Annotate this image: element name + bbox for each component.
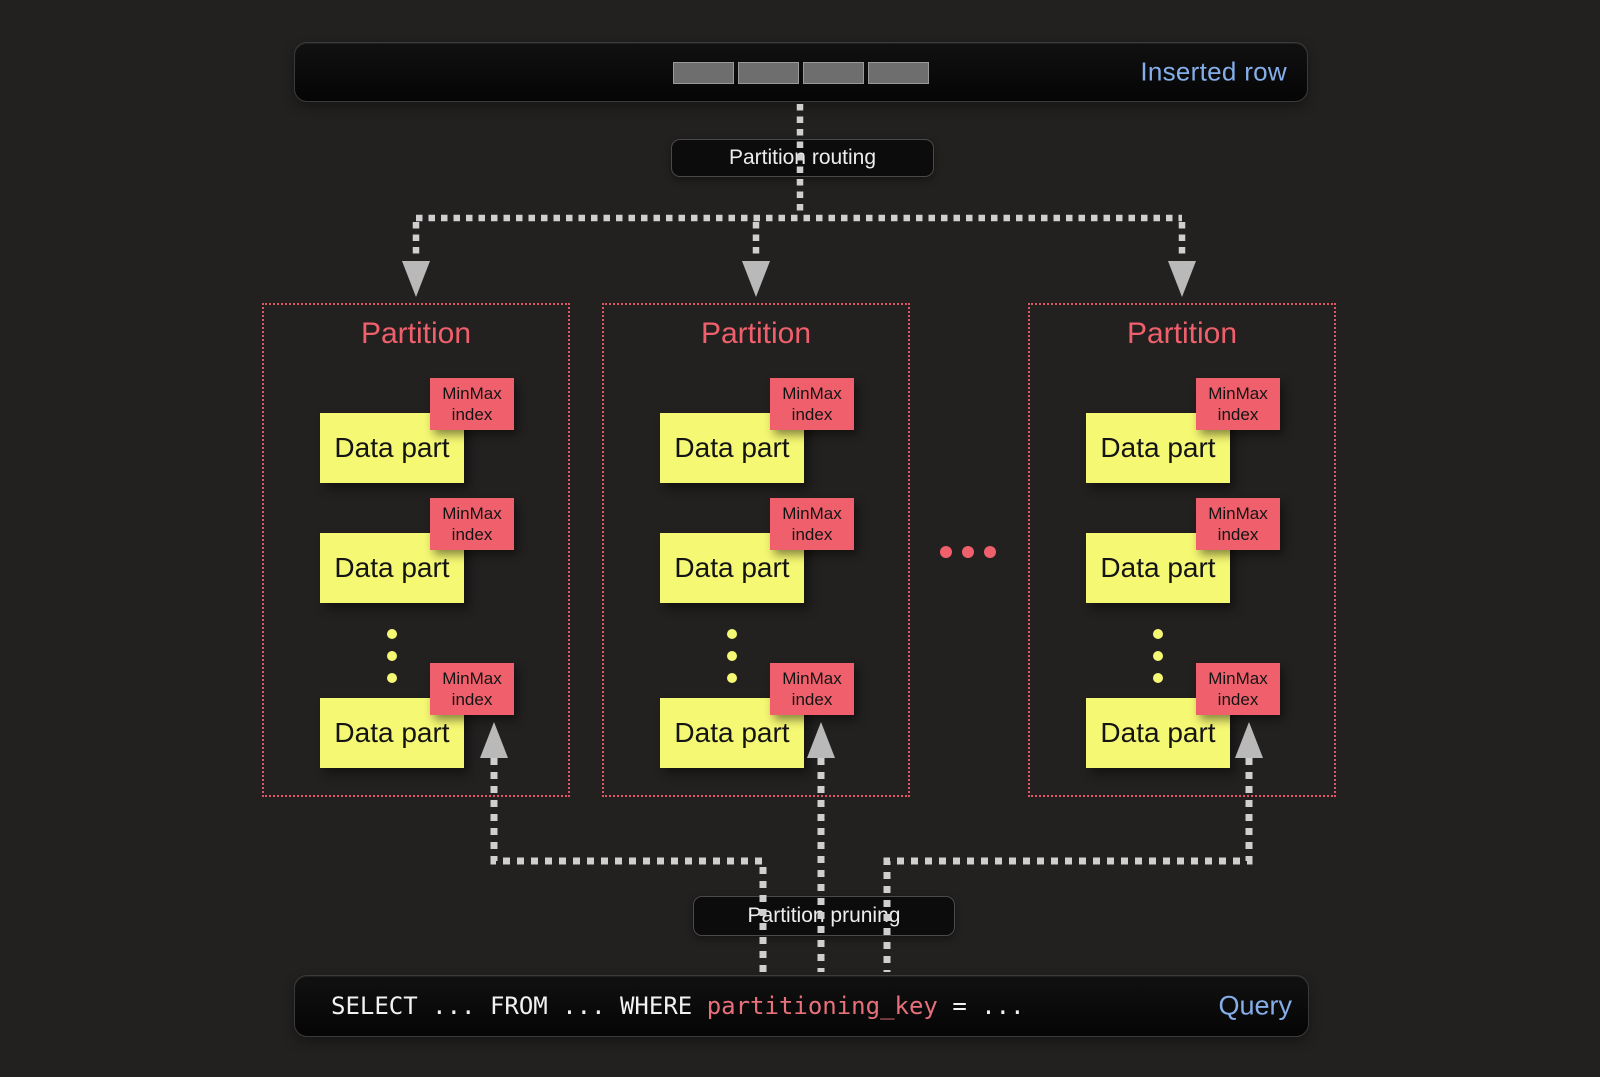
partition-title: Partition [360, 317, 472, 350]
minmax-index-badge: MinMax index [1196, 378, 1280, 430]
minmax-index-badge: MinMax index [430, 663, 514, 715]
vertical-ellipsis-icon [727, 629, 737, 683]
down-arrowhead-icon [1168, 261, 1196, 297]
row-cell [868, 62, 929, 84]
partition-box-1: Partition MinMax index Data part MinMax … [262, 303, 570, 797]
partition-title: Partition [1126, 317, 1238, 350]
row-cells [673, 62, 929, 84]
minmax-index-badge: MinMax index [770, 663, 854, 715]
minmax-index-badge: MinMax index [770, 378, 854, 430]
query-label: Query [1218, 990, 1292, 1021]
inserted-row-label: Inserted row [1140, 56, 1287, 87]
minmax-index-badge: MinMax index [1196, 663, 1280, 715]
down-arrowhead-icon [742, 261, 770, 297]
data-part-box: Data part [320, 533, 464, 603]
vertical-ellipsis-icon [387, 629, 397, 683]
row-cell [673, 62, 734, 84]
inserted-row-panel: Inserted row [294, 42, 1308, 102]
row-cell [738, 62, 799, 84]
partition-box-3: Partition MinMax index Data part MinMax … [1028, 303, 1336, 797]
minmax-index-badge: MinMax index [770, 498, 854, 550]
minmax-index-badge: MinMax index [430, 498, 514, 550]
partition-routing-text: Partition routing [728, 146, 877, 169]
data-part-box: Data part [320, 698, 464, 768]
partition-box-2: Partition MinMax index Data part MinMax … [602, 303, 910, 797]
sql-before-key: SELECT ... FROM ... WHERE [331, 992, 707, 1020]
minmax-index-badge: MinMax index [1196, 498, 1280, 550]
row-cell [803, 62, 864, 84]
partition-routing-label: Partition routing [671, 139, 934, 177]
vertical-ellipsis-icon [1153, 629, 1163, 683]
horizontal-ellipsis-icon [940, 546, 996, 558]
down-arrowhead-icon [402, 261, 430, 297]
query-panel: SELECT ... FROM ... WHERE partitioning_k… [294, 975, 1309, 1037]
sql-partitioning-key: partitioning_key [706, 992, 938, 1020]
minmax-index-badge: MinMax index [430, 378, 514, 430]
partition-pruning-text: Partition pruning [747, 904, 901, 927]
data-part-box: Data part [1086, 698, 1230, 768]
data-part-box: Data part [1086, 533, 1230, 603]
partition-pruning-label: Partition pruning [693, 896, 955, 936]
partition-title: Partition [700, 317, 812, 350]
sql-after-key: = ... [937, 992, 1025, 1020]
sql-statement: SELECT ... FROM ... WHERE partitioning_k… [331, 992, 1025, 1020]
